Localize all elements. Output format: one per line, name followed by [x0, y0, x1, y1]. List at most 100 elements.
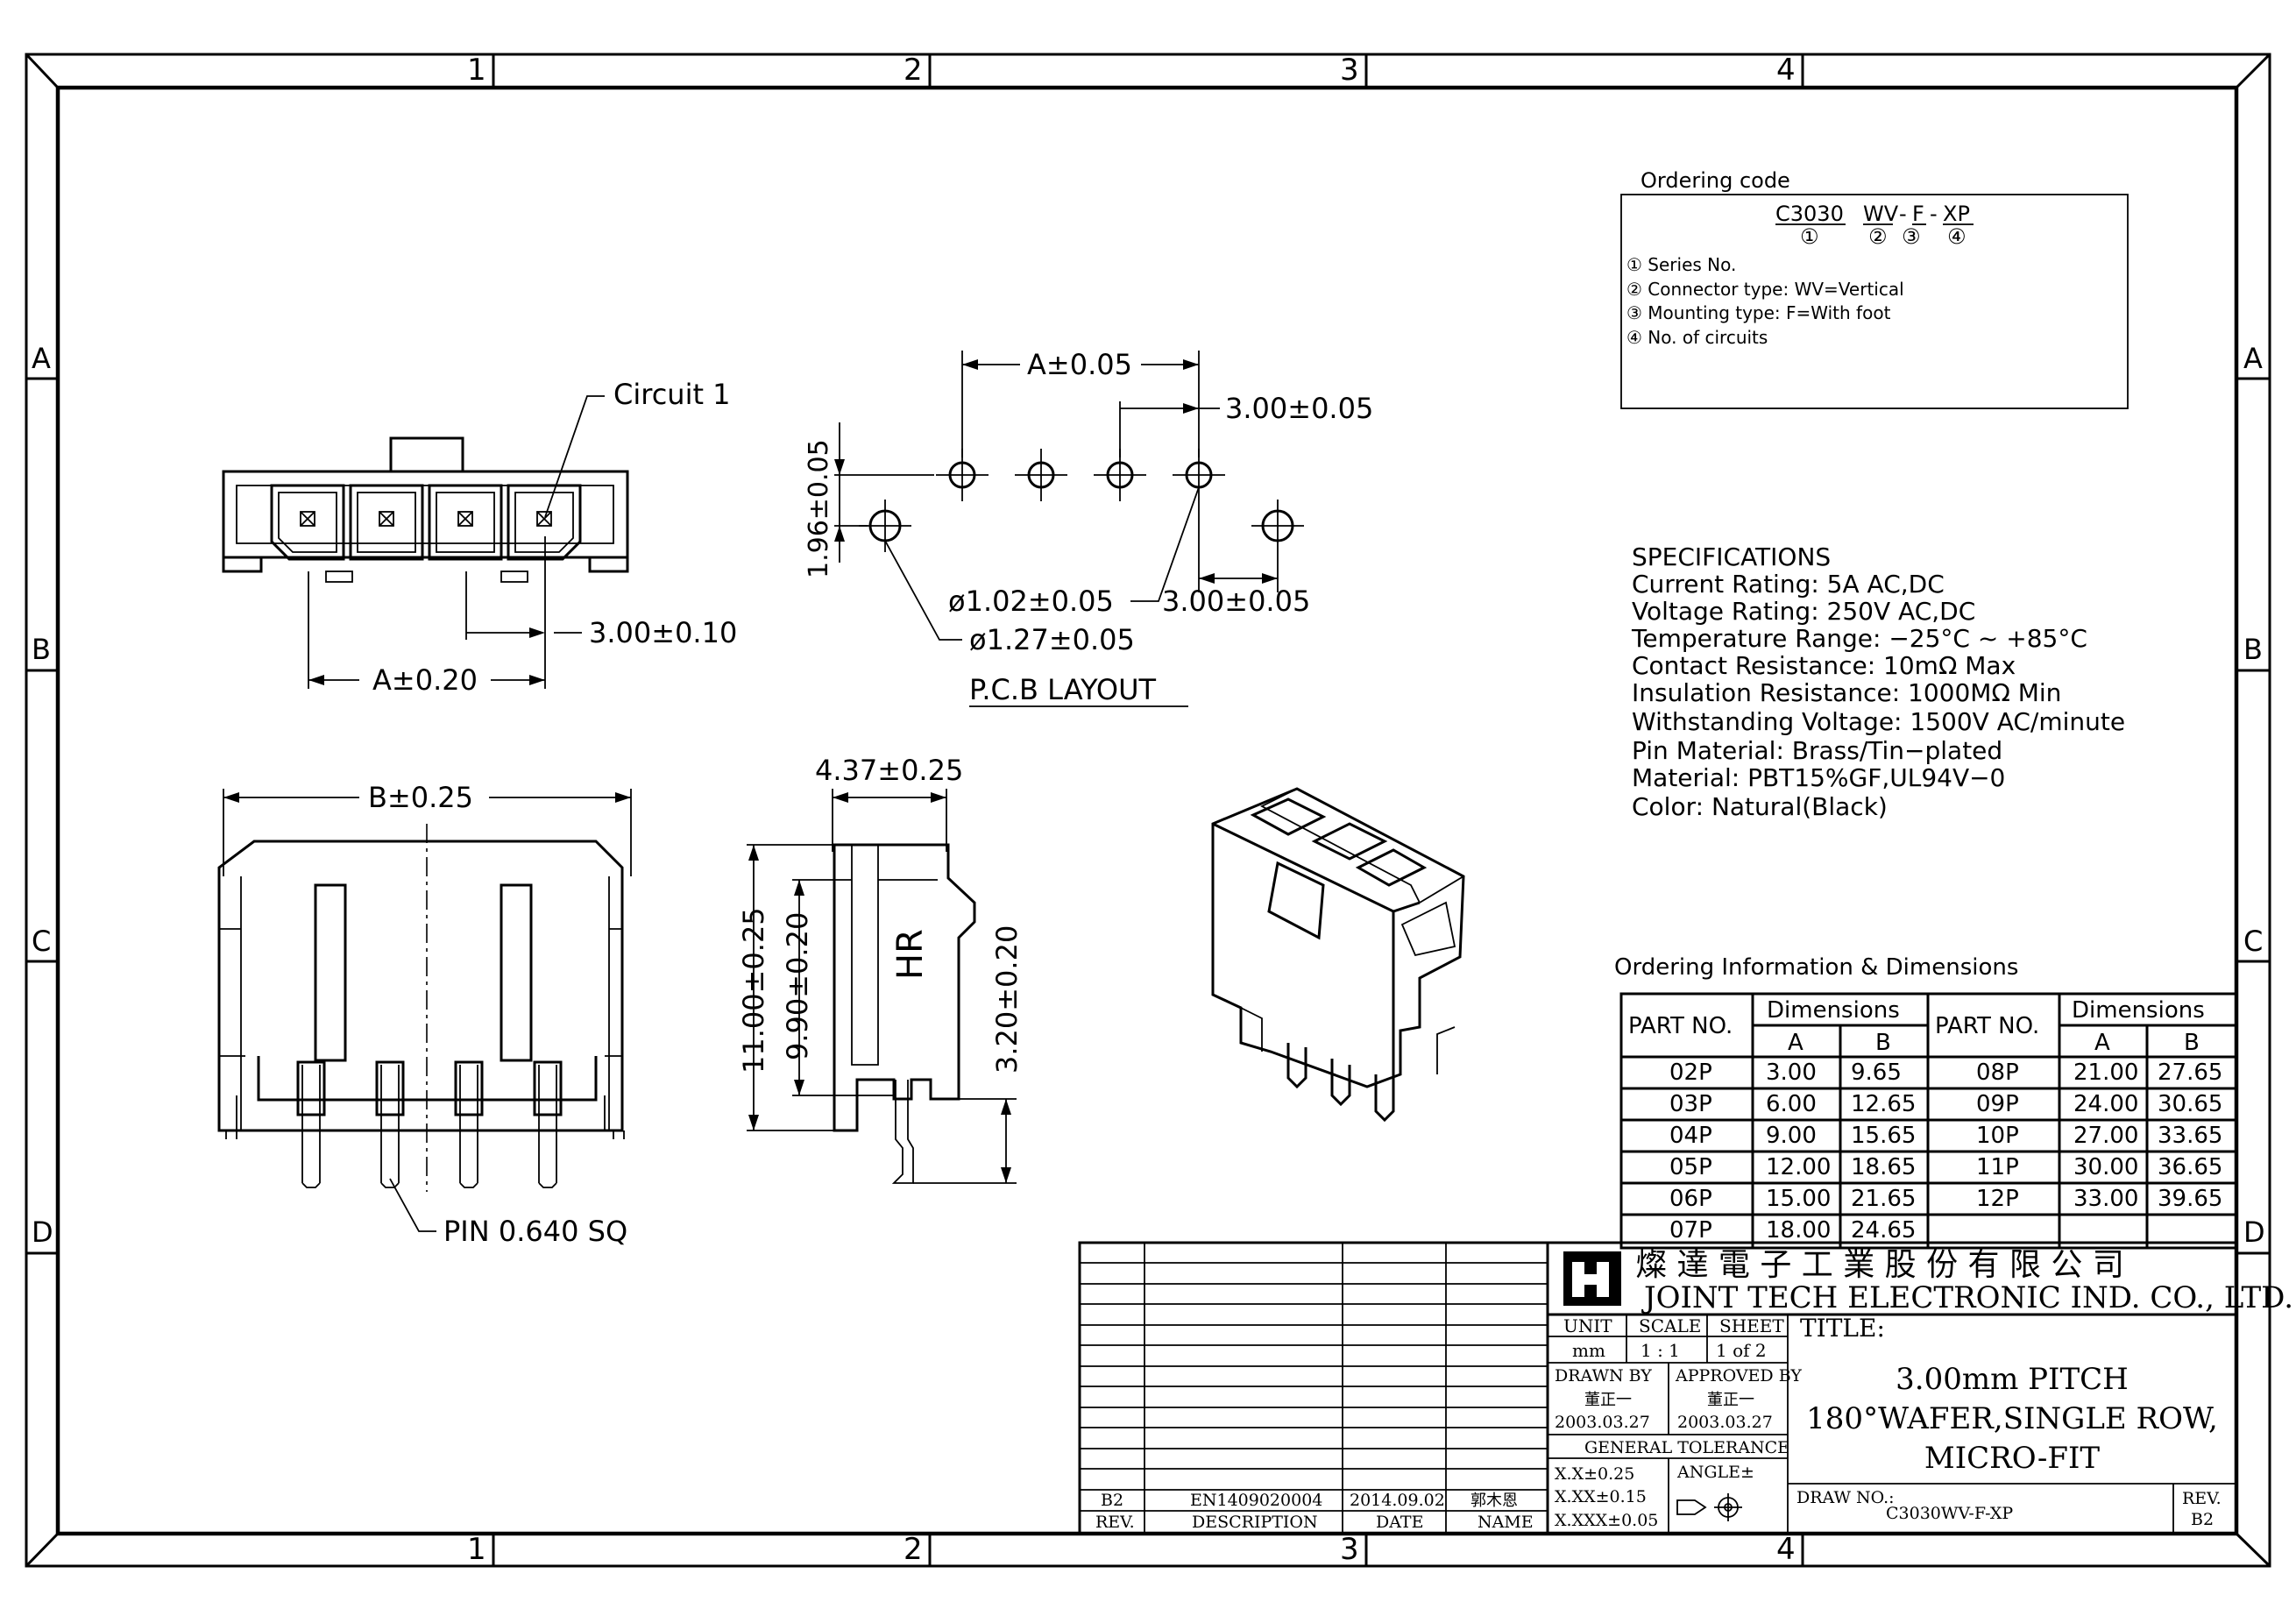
title-line-2: 180°WAFER,SINGLE ROW,: [1806, 1401, 2218, 1436]
pcb-layout: A±0.05 3.00±0.05 1.96±0.05 ø1.02±0.05: [804, 348, 1373, 707]
angle-label: ANGLE±: [1676, 1463, 1754, 1482]
title-label: TITLE:: [1800, 1314, 1885, 1343]
row-mark-c: C: [32, 925, 51, 958]
table-cell-left-1-2: 12.65: [1851, 1091, 1916, 1117]
row-mark-c-right: C: [2243, 925, 2263, 958]
table-cell-left-0-2: 9.65: [1851, 1060, 1902, 1086]
code-mount: F: [1912, 202, 1924, 226]
row-mark-d: D: [32, 1215, 53, 1249]
circuit-1-label: Circuit 1: [613, 378, 731, 411]
table-cell-left-3-1: 12.00: [1766, 1154, 1831, 1180]
spec-line-2: Voltage Rating: 250V AC,DC: [1632, 597, 1975, 626]
code-dash-2: -: [1930, 202, 1938, 226]
spec-line-6: Withstanding Voltage: 1500V AC/minute: [1632, 707, 2125, 736]
table-cell-left-1-0: 03P: [1669, 1091, 1712, 1117]
table-cell-right-3-0: 11P: [1976, 1154, 2019, 1180]
ordering-code-heading: Ordering code: [1641, 168, 1790, 193]
table-cell-left-4-0: 06P: [1669, 1186, 1712, 1212]
front-view: Circuit 1 3.00±0.10 A±0.20: [222, 378, 737, 697]
date-value: 2014.09.02: [1350, 1491, 1445, 1510]
date-label: DATE: [1376, 1513, 1423, 1532]
draw-no-label: DRAW NO.:: [1796, 1488, 1895, 1507]
unit-label: UNIT: [1563, 1315, 1612, 1336]
table-col-a-left: A: [1788, 1030, 1803, 1056]
general-tolerance-label: GENERAL TOLERANCE: [1584, 1438, 1789, 1457]
company-name-cn: 燦 達 電 子 工 業 股 份 有 限 公 司: [1635, 1247, 2124, 1283]
table-dims-header-right: Dimensions: [2072, 997, 2205, 1024]
table-cell-left-5-2: 24.65: [1851, 1217, 1916, 1244]
pcb-peg-offset-dim: 3.00±0.05: [1162, 585, 1310, 618]
profile-tail-dim: 3.20±0.20: [990, 925, 1024, 1074]
front-a-dim: A±0.20: [372, 663, 478, 697]
table-cell-right-3-2: 36.65: [2158, 1154, 2222, 1180]
code-num-1: ①: [1800, 224, 1819, 249]
table-cell-left-0-1: 3.00: [1766, 1060, 1817, 1086]
column-mark-1-bottom: 1: [467, 1532, 486, 1567]
code-dash-1: -: [1899, 202, 1907, 226]
table-cell-left-2-2: 15.65: [1851, 1123, 1916, 1149]
scale-label: SCALE: [1639, 1315, 1701, 1336]
pcb-a-dim: A±0.05: [1027, 348, 1132, 381]
table-cell-right-3-1: 30.00: [2073, 1154, 2138, 1180]
pcb-row-offset-dim: 1.96±0.05: [804, 439, 834, 578]
spec-line-1: Current Rating: 5A AC,DC: [1632, 570, 1945, 599]
drawn-by-name: 董正一: [1584, 1391, 1632, 1409]
table-col-b-right: B: [2184, 1030, 2200, 1056]
description-value: EN1409020004: [1190, 1491, 1322, 1510]
company-name-en: JOINT TECH ELECTRONIC IND. CO., LTD.: [1641, 1280, 2293, 1315]
tolerance-x: X.X±0.25: [1555, 1464, 1634, 1484]
table-col-b-left: B: [1875, 1030, 1891, 1056]
unit-value: mm: [1572, 1340, 1605, 1361]
table-cell-left-2-0: 04P: [1669, 1123, 1712, 1149]
tolerance-xx: X.XX±0.15: [1555, 1487, 1647, 1506]
rev-label-title: REV.: [2182, 1489, 2222, 1508]
table-cell-right-2-0: 10P: [1976, 1123, 2019, 1149]
title-line-1: 3.00mm PITCH: [1896, 1362, 2129, 1397]
legend-line-1: ① Series No.: [1626, 254, 1736, 275]
pin-size-label: PIN 0.640 SQ: [443, 1215, 627, 1248]
title-line-3: MICRO-FIT: [1924, 1441, 2100, 1476]
legend-line-2: ② Connector type: WV=Vertical: [1626, 279, 1904, 300]
sheet-label: SHEET: [1719, 1315, 1784, 1336]
table-cell-left-4-1: 15.00: [1766, 1186, 1831, 1212]
description-label: DESCRIPTION: [1192, 1513, 1318, 1532]
spec-line-9: Color: Natural(Black): [1632, 792, 1888, 821]
ordering-dimensions-table: Ordering Information & Dimensions PART N…: [1614, 954, 2238, 1250]
pcb-pitch-dim: 3.00±0.05: [1225, 392, 1373, 425]
ordering-code-box: Ordering code C3030 WV - F - XP ① ② ③ ④ …: [1620, 168, 2129, 409]
column-mark-4-bottom: 4: [1776, 1532, 1796, 1567]
rev-label: REV.: [1095, 1513, 1135, 1532]
approved-date: 2003.03.27: [1677, 1413, 1773, 1432]
table-cell-left-2-1: 9.00: [1766, 1123, 1817, 1149]
sheet-value: 1 of 2: [1716, 1340, 1767, 1361]
table-dims-header-left: Dimensions: [1767, 997, 1900, 1024]
draw-no-value: C3030WV-F-XP: [1886, 1504, 2013, 1523]
table-cell-left-3-0: 05P: [1669, 1154, 1712, 1180]
table-cell-right-0-0: 08P: [1976, 1060, 2019, 1086]
code-circuits: XP: [1943, 202, 1970, 226]
table-cell-right-4-1: 33.00: [2073, 1186, 2138, 1212]
column-mark-4: 4: [1776, 53, 1796, 88]
projection-symbol-icon: [1676, 1493, 1742, 1521]
table-cell-left-0-0: 02P: [1669, 1060, 1712, 1086]
rev-value-title: B2: [2191, 1510, 2214, 1529]
table-cell-left-5-0: 07P: [1669, 1217, 1712, 1244]
row-mark-d-right: D: [2243, 1215, 2265, 1249]
table-cell-right-1-0: 09P: [1976, 1091, 2019, 1117]
column-mark-1: 1: [467, 53, 486, 88]
column-mark-2: 2: [904, 53, 923, 88]
table-part-header-left: PART NO.: [1628, 1013, 1733, 1039]
approved-by-name: 董正一: [1707, 1391, 1754, 1409]
profile-depth-dim: 4.37±0.25: [815, 754, 963, 787]
row-mark-a-right: A: [2243, 342, 2263, 375]
table-cell-right-4-2: 39.65: [2158, 1186, 2222, 1212]
name-value: 郭木恩: [1470, 1492, 1518, 1510]
row-mark-b: B: [32, 633, 51, 666]
rev-value: B2: [1101, 1491, 1123, 1510]
profile-body-dim: 9.90±0.20: [781, 912, 814, 1060]
table-cell-left-5-1: 18.00: [1766, 1217, 1831, 1244]
code-type: WV: [1863, 202, 1899, 226]
table-cell-right-0-1: 21.00: [2073, 1060, 2138, 1086]
front-pitch-dim: 3.00±0.10: [589, 616, 737, 649]
side-b-dim: B±0.25: [368, 781, 473, 814]
